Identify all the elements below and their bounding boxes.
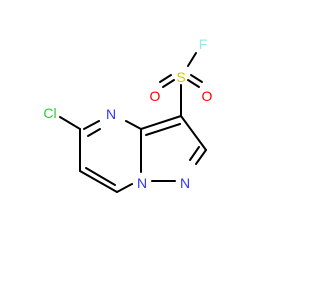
bond-s-f — [187, 52, 197, 67]
atom-nitrogen-4: N — [106, 106, 116, 122]
bond-c5-cl — [59, 116, 81, 130]
bond-s-o-right-b — [190, 74, 203, 83]
bond-c3-c2 — [180, 115, 207, 151]
molecule-diagram: Cl N N N S O O F — [43, 36, 213, 193]
bond-lines — [59, 52, 207, 193]
atom-chlorine: Cl — [43, 105, 56, 121]
atom-nitrogen-7a: N — [137, 175, 147, 191]
bond-c2-n1 — [195, 149, 207, 165]
bond-c5-n4 — [83, 120, 100, 130]
bond-n4-c3a — [125, 120, 142, 130]
bond-s-o-left-a — [162, 79, 175, 88]
atom-nitrogen-1: N — [180, 175, 190, 191]
atom-labels: Cl N N N S O O F — [43, 36, 212, 191]
bond-c2-n1-double — [189, 146, 200, 161]
atom-oxygen-right: O — [202, 88, 213, 104]
atom-oxygen-left: O — [150, 88, 161, 104]
bond-s-o-left-b — [159, 74, 172, 83]
bond-c3a-c3 — [140, 115, 182, 130]
bond-c3a-c3-double — [145, 123, 181, 136]
atom-sulfur: S — [176, 69, 185, 85]
bond-c7-c6 — [79, 170, 118, 193]
bond-s-o-right-a — [187, 79, 200, 88]
atom-fluorine: F — [199, 36, 208, 52]
bond-c7-c6-double — [85, 167, 116, 186]
bond-c5-n4-double — [87, 128, 101, 137]
bond-n7a-c7 — [116, 183, 133, 193]
